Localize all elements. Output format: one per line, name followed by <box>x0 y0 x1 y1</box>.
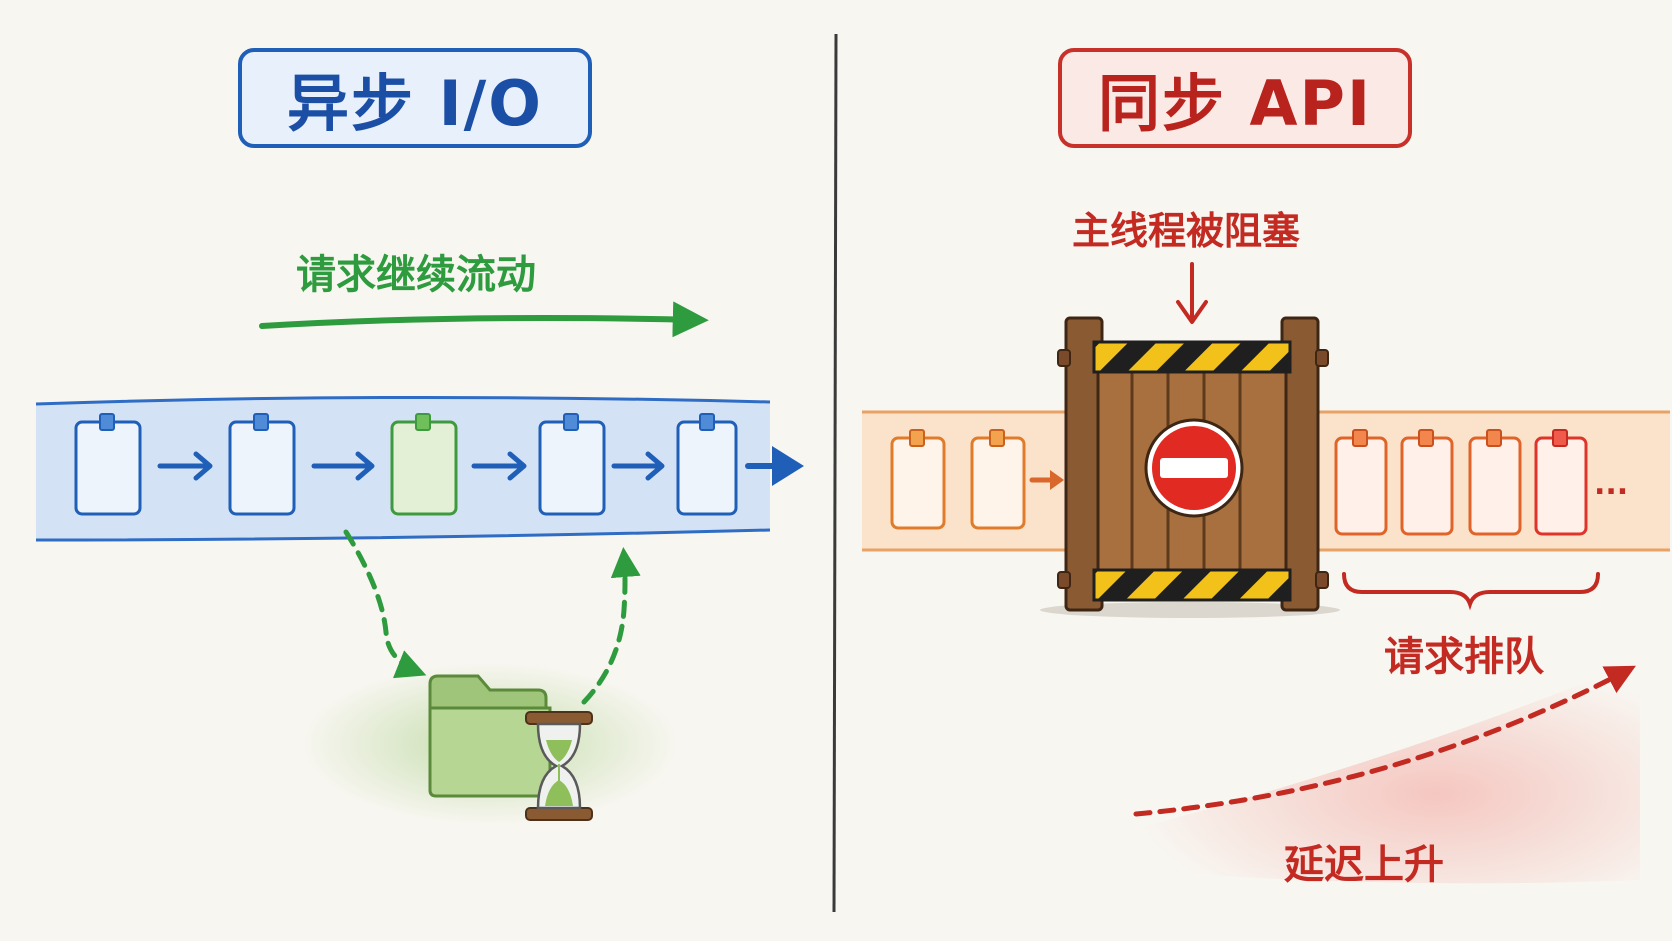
arrow-right-icon <box>745 446 804 486</box>
queue-label: 请求排队 <box>1384 634 1544 680</box>
async-io-title: 异步 I/O <box>238 48 592 148</box>
no-entry-sign-icon <box>1144 418 1244 518</box>
queued-request-card <box>1400 429 1454 536</box>
arrow-right-icon <box>311 451 375 481</box>
queued-request-card <box>1468 429 1522 536</box>
blocked-label: 主线程被阻塞 <box>1072 209 1301 253</box>
async-request-card-active <box>390 413 458 516</box>
hourglass-icon <box>525 711 593 821</box>
async-request-card <box>676 413 738 516</box>
io-callback-arrow <box>581 547 641 705</box>
blocked-arrow <box>1176 262 1208 324</box>
async-request-card <box>74 413 142 516</box>
latency-arrow <box>1133 665 1636 817</box>
latency-glow <box>1130 660 1640 884</box>
flow-label: 请求继续流动 <box>296 252 536 298</box>
arrow-right-icon <box>611 451 665 481</box>
latency-label: 延迟上升 <box>1284 842 1444 888</box>
arrow-right-icon <box>471 451 527 481</box>
queued-request-card <box>1534 429 1588 536</box>
center-divider <box>832 33 838 913</box>
io-dispatch-arrow <box>343 529 427 679</box>
sync-request-card <box>970 429 1026 530</box>
wooden-gate-icon <box>1040 316 1340 618</box>
queued-request-card <box>1334 429 1388 536</box>
flow-arrow <box>259 301 709 338</box>
async-request-card <box>228 413 296 516</box>
sync-request-card <box>890 429 946 530</box>
queue-brace <box>1342 572 1600 611</box>
arrow-right-icon <box>157 451 213 481</box>
folder-icon <box>428 674 552 798</box>
async-request-card <box>538 413 606 516</box>
queue-ellipsis: ... <box>1594 467 1628 502</box>
arrow-right-icon <box>1029 470 1064 490</box>
sync-api-title: 同步 API <box>1058 48 1412 148</box>
